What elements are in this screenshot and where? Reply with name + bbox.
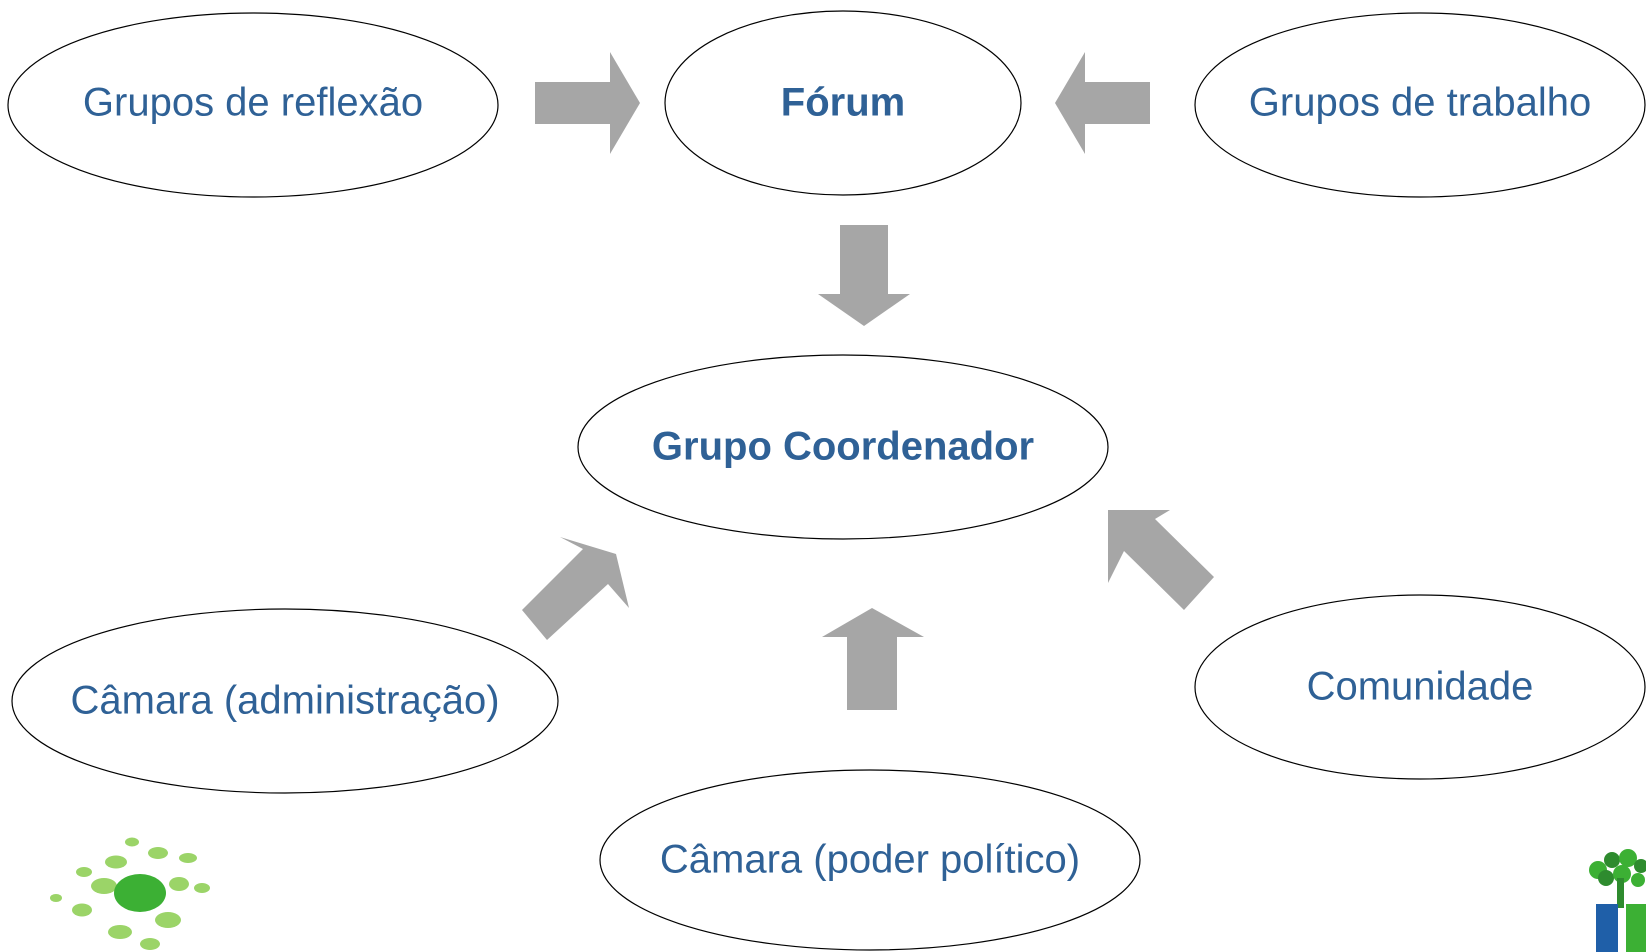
node-camara-poder-politico: Câmara (poder político) <box>599 769 1141 951</box>
arrow-reflexao-to-forum <box>535 52 640 154</box>
node-camara-administracao: Câmara (administração) <box>11 608 559 794</box>
node-label: Comunidade <box>1307 665 1534 709</box>
green-dots-logo <box>50 837 210 950</box>
tree-book-logo <box>1589 849 1646 952</box>
node-label: Grupos de reflexão <box>83 81 423 125</box>
arrow-forum-to-coordenador <box>818 225 910 326</box>
arrow-trabalho-to-forum <box>1055 52 1150 154</box>
arrow-politico-to-coordenador <box>822 608 924 710</box>
arrow-comunidade-to-coordenador <box>1108 510 1214 610</box>
node-label: Câmara (administração) <box>70 679 499 723</box>
node-grupos-reflexao: Grupos de reflexão <box>7 12 499 198</box>
node-comunidade: Comunidade <box>1194 594 1646 780</box>
node-label: Fórum <box>781 81 905 125</box>
node-label: Câmara (poder político) <box>660 838 1080 882</box>
arrow-administracao-to-coordenador <box>522 537 629 640</box>
node-label: Grupo Coordenador <box>652 425 1034 469</box>
node-label: Grupos de trabalho <box>1249 81 1591 125</box>
node-grupo-coordenador: Grupo Coordenador <box>577 354 1109 540</box>
arrows <box>522 52 1214 710</box>
node-forum: Fórum <box>664 10 1022 196</box>
node-grupos-trabalho: Grupos de trabalho <box>1194 12 1646 198</box>
